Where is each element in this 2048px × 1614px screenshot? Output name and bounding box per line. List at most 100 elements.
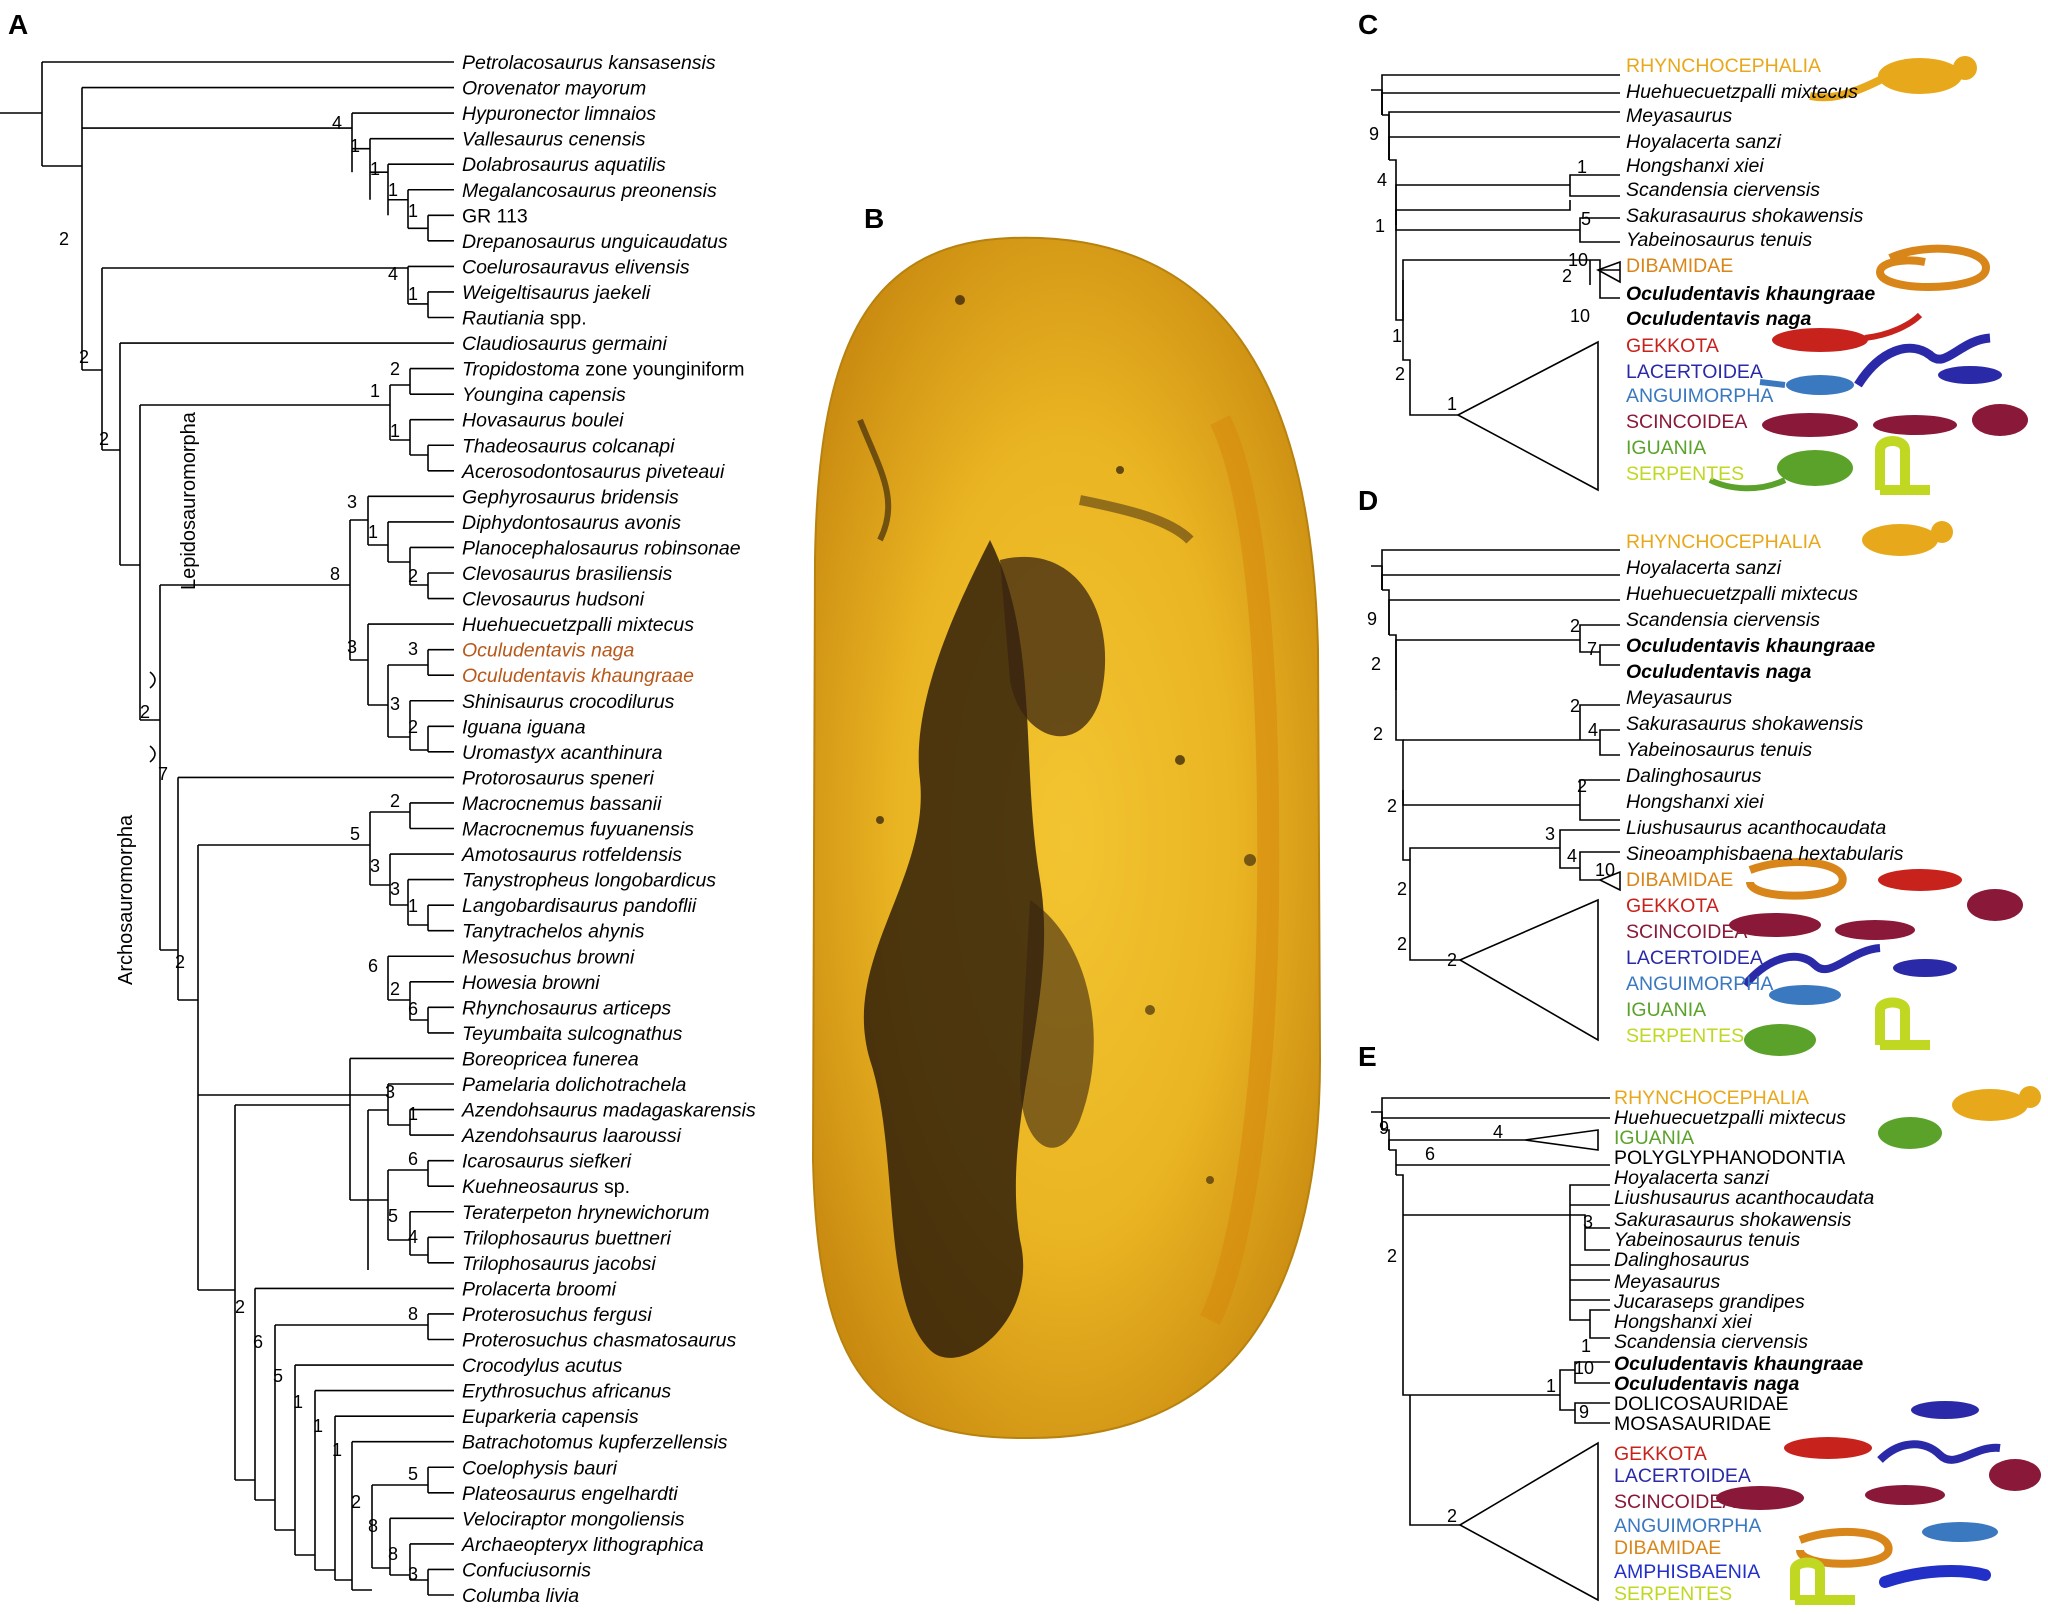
taxon-label-panel_e-19: SCINCOIDEA bbox=[1614, 1491, 1735, 1513]
taxon-part: GR 113 bbox=[462, 205, 528, 227]
support-value: 2 bbox=[1373, 724, 1383, 744]
lacertoidea-silhouette-c bbox=[1858, 338, 2002, 385]
taxon-part: Oculudentavis naga bbox=[462, 640, 635, 662]
support-value: 2 bbox=[1387, 1246, 1397, 1266]
support-value: 10 bbox=[1574, 1358, 1594, 1378]
support-value: 7 bbox=[158, 764, 168, 784]
support-value: 1 bbox=[408, 284, 418, 304]
support-value: 1 bbox=[1447, 394, 1457, 414]
support-value: 5 bbox=[1581, 209, 1591, 229]
tree-c bbox=[1371, 75, 1620, 490]
taxon-label-panel_d-11: Liushusaurus acanthocaudata bbox=[1626, 817, 1886, 839]
taxon-label-a-16: Acerosodontosaurus piveteaui bbox=[461, 461, 725, 483]
lepidosauromorpha-label: Lepidosauromorpha bbox=[178, 411, 200, 590]
support-value: 2 bbox=[1447, 950, 1457, 970]
rhynchocephalia-silhouette-e bbox=[1952, 1086, 2041, 1121]
support-value: 2 bbox=[59, 229, 69, 249]
taxon-label-a-39: Boreopricea funerea bbox=[462, 1048, 639, 1070]
taxon-label-panel_c-3: Hoyalacerta sanzi bbox=[1626, 131, 1782, 153]
taxon-label-panel_e-17: GEKKOTA bbox=[1614, 1443, 1707, 1465]
taxon-label-a-41: Azendohsaurus madagaskarensis bbox=[461, 1100, 756, 1122]
support-value: 5 bbox=[350, 824, 360, 844]
taxon-part: Tanytrachelos ahynis bbox=[462, 921, 645, 943]
iguania-silhouette-d bbox=[1744, 1024, 1816, 1056]
support-value: 2 bbox=[1371, 654, 1381, 674]
taxon-label-a-23: Oculudentavis naga bbox=[462, 640, 635, 662]
taxon-part: Planocephalosaurus robinsonae bbox=[462, 537, 741, 559]
taxon-label-a-56: Plateosaurus engelhardti bbox=[462, 1483, 678, 1505]
taxon-label-panel_e-20: ANGUIMORPHA bbox=[1614, 1515, 1761, 1537]
taxon-part: Coelophysis bauri bbox=[462, 1457, 618, 1479]
taxon-label-a-19: Planocephalosaurus robinsonae bbox=[462, 537, 741, 559]
support-value: 2 bbox=[1395, 364, 1405, 384]
taxon-label-a-37: Rhynchosaurus articeps bbox=[462, 997, 671, 1019]
scincoidea-silhouette-e bbox=[1716, 1459, 2041, 1510]
taxon-label-panel_e-18: LACERTOIDEA bbox=[1614, 1465, 1751, 1487]
taxon-label-panel_e-14: Oculudentavis naga bbox=[1614, 1373, 1799, 1395]
tree-e bbox=[1371, 1098, 1610, 1600]
support-value: 1 bbox=[408, 896, 418, 916]
taxon-label-panel_c-12: LACERTOIDEA bbox=[1626, 361, 1763, 383]
taxon-label-a-44: Kuehneosaurus sp. bbox=[462, 1176, 630, 1198]
taxon-label-a-47: Trilophosaurus jacobsi bbox=[462, 1253, 656, 1275]
support-value: 1 bbox=[332, 1440, 342, 1460]
taxon-part: Claudiosaurus germaini bbox=[462, 333, 668, 355]
taxon-part: Kuehneosaurus bbox=[462, 1176, 599, 1198]
support-value: 6 bbox=[408, 999, 418, 1019]
taxon-label-panel_e-23: SERPENTES bbox=[1614, 1583, 1732, 1605]
taxon-part: Crocodylus acutus bbox=[462, 1355, 623, 1377]
support-value: 1 bbox=[293, 1392, 303, 1412]
taxon-part: Azendohsaurus madagaskarensis bbox=[461, 1100, 756, 1122]
taxon-label-panel_e-16: MOSASAURIDAE bbox=[1614, 1413, 1771, 1435]
support-value: 1 bbox=[370, 159, 380, 179]
taxon-label-a-51: Crocodylus acutus bbox=[462, 1355, 623, 1377]
support-value: 4 bbox=[1377, 170, 1387, 190]
taxon-label-panel_c-1: Huehuecuetzpalli mixtecus bbox=[1626, 81, 1858, 103]
taxon-label-panel_e-22: AMPHISBAENIA bbox=[1614, 1561, 1760, 1583]
dibamidae-silhouette-c bbox=[1880, 249, 1986, 287]
support-value: 3 bbox=[408, 1564, 418, 1584]
support-value: 3 bbox=[347, 492, 357, 512]
taxon-label-a-15: Thadeosaurus colcanapi bbox=[462, 435, 675, 457]
taxon-label-a-50: Proterosuchus chasmatosaurus bbox=[462, 1330, 736, 1352]
taxon-part: Batrachotomus kupferzellensis bbox=[462, 1432, 728, 1454]
taxon-label-a-33: Langobardisaurus pandoflii bbox=[462, 895, 697, 917]
support-value: 2 bbox=[351, 1492, 361, 1512]
tree-a-support-values: 4111124122112831233322752331626231654286… bbox=[59, 113, 418, 1584]
support-value: 3 bbox=[408, 639, 418, 659]
anguimorpha-silhouette-e bbox=[1922, 1522, 1998, 1542]
support-value: 1 bbox=[368, 522, 378, 542]
support-value: 4 bbox=[388, 264, 398, 284]
taxon-part: Hovasaurus boulei bbox=[462, 410, 624, 432]
taxon-part: Proterosuchus chasmatosaurus bbox=[462, 1330, 736, 1352]
support-value: 5 bbox=[273, 1366, 283, 1386]
taxon-label-panel_c-14: SCINCOIDEA bbox=[1626, 411, 1747, 433]
taxon-label-panel_d-19: SERPENTES bbox=[1626, 1025, 1744, 1047]
support-value: 7 bbox=[1587, 639, 1597, 659]
lacertoidea-silhouette-d bbox=[1745, 948, 1957, 985]
serpentes-silhouette-c bbox=[1880, 441, 1930, 490]
taxon-part: Archaeopteryx lithographica bbox=[461, 1534, 704, 1556]
support-value: 1 bbox=[370, 381, 380, 401]
taxon-label-panel_c-15: IGUANIA bbox=[1626, 437, 1706, 459]
tree-a-branches bbox=[0, 62, 454, 1595]
taxon-label-panel_e-10: Jucaraseps grandipes bbox=[1613, 1291, 1805, 1313]
taxon-label-panel_c-4: Hongshanxi xiei bbox=[1626, 155, 1764, 177]
taxon-part: Dolabrosaurus aquatilis bbox=[462, 154, 666, 176]
support-value: 3 bbox=[390, 879, 400, 899]
support-value: 2 bbox=[408, 717, 418, 737]
taxon-label-a-13: Youngina capensis bbox=[462, 384, 626, 406]
taxon-part: Macrocnemus bassanii bbox=[462, 793, 662, 815]
support-value: 1 bbox=[1546, 1376, 1556, 1396]
anguimorpha-silhouette-c bbox=[1760, 375, 1854, 395]
archosauromorpha-label: Archosauromorpha bbox=[115, 814, 137, 985]
taxon-label-a-17: Gephyrosaurus bridensis bbox=[462, 486, 679, 508]
taxon-label-panel_d-14: GEKKOTA bbox=[1626, 895, 1719, 917]
taxon-label-a-43: Icarosaurus siefkeri bbox=[462, 1151, 632, 1173]
panel-label-c: C bbox=[1358, 9, 1378, 40]
support-value: 1 bbox=[408, 201, 418, 221]
taxon-label-a-0: Petrolacosaurus kansasensis bbox=[462, 52, 716, 74]
taxon-part: Youngina capensis bbox=[462, 384, 626, 406]
taxon-part: Rhynchosaurus articeps bbox=[462, 997, 671, 1019]
support-value: 10 bbox=[1595, 860, 1615, 880]
